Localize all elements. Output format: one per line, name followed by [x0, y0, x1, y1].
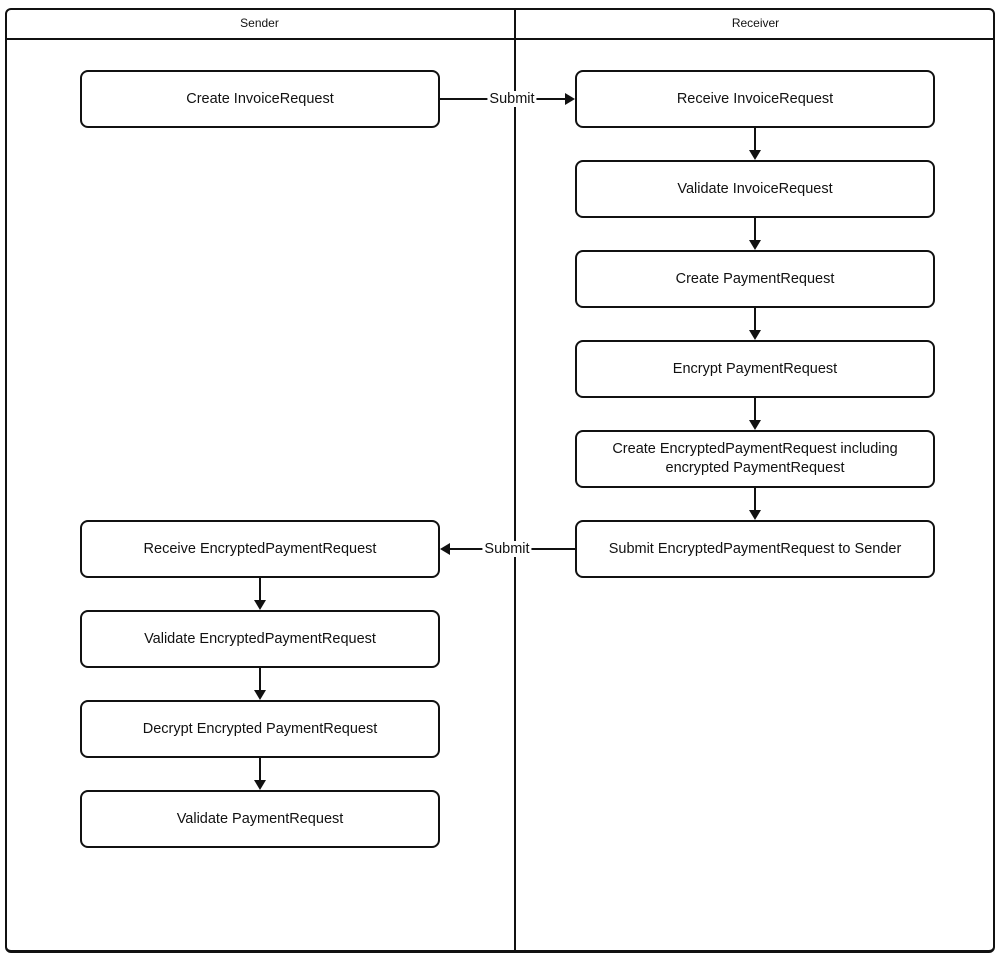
arrowhead-down-icon [749, 150, 761, 160]
arrow-line [259, 578, 261, 600]
arrow-line [754, 128, 756, 150]
flow-node-submit-encryptedpaymentrequest: Submit EncryptedPaymentRequest to Sender [575, 520, 935, 578]
arrowhead-down-icon [749, 510, 761, 520]
arrowhead-down-icon [254, 600, 266, 610]
arrow-line [754, 398, 756, 420]
flow-node-label: Validate InvoiceRequest [677, 180, 833, 197]
arrow-line [754, 308, 756, 330]
flow-node-label: Receive EncryptedPaymentRequest [143, 540, 377, 557]
flow-node-receive-invoicerequest: Receive InvoiceRequest [575, 70, 935, 128]
flow-node-label: Create EncryptedPaymentRequest including… [612, 441, 898, 476]
lane-header-row: Sender Receiver [5, 8, 995, 40]
flow-node-label: Create PaymentRequest [675, 270, 835, 287]
arrow-line [754, 218, 756, 240]
flow-node-label: Submit EncryptedPaymentRequest to Sender [608, 540, 902, 557]
flow-node-label: Encrypt PaymentRequest [672, 360, 838, 377]
flow-node-label: Validate EncryptedPaymentRequest [144, 630, 376, 647]
flow-node-decrypt-encrypted-paymentrequest: Decrypt Encrypted PaymentRequest [80, 700, 440, 758]
flow-node-receive-encryptedpaymentrequest: Receive EncryptedPaymentRequest [80, 520, 440, 578]
arrowhead-down-icon [749, 240, 761, 250]
flow-node-validate-paymentrequest: Validate PaymentRequest [80, 790, 440, 848]
arrowhead-down-icon [749, 330, 761, 340]
arrow-line [754, 488, 756, 510]
lane-divider [514, 8, 516, 953]
flow-node-create-encryptedpaymentrequest: Create EncryptedPaymentRequest including… [575, 430, 935, 488]
flow-node-label: Receive InvoiceRequest [676, 90, 834, 107]
edge-label-submit: Submit [487, 91, 537, 107]
flow-node-validate-invoicerequest: Validate InvoiceRequest [575, 160, 935, 218]
arrowhead-down-icon [254, 690, 266, 700]
lane-header-receiver: Receiver [516, 8, 995, 38]
lane-label-sender: Sender [240, 16, 279, 30]
flow-node-label: Decrypt Encrypted PaymentRequest [142, 720, 378, 737]
flow-node-encrypt-paymentrequest: Encrypt PaymentRequest [575, 340, 935, 398]
lane-header-sender: Sender [5, 8, 514, 38]
arrowhead-right-icon [565, 93, 575, 105]
flow-node-create-invoicerequest: Create InvoiceRequest [80, 70, 440, 128]
flow-node-create-paymentrequest: Create PaymentRequest [575, 250, 935, 308]
arrow-line [259, 668, 261, 690]
lane-label-receiver: Receiver [731, 16, 780, 30]
flow-node-label: Create InvoiceRequest [186, 90, 334, 107]
flow-node-validate-encryptedpaymentrequest: Validate EncryptedPaymentRequest [80, 610, 440, 668]
edge-label-submit: Submit [482, 541, 532, 557]
flow-node-label: Validate PaymentRequest [176, 810, 344, 827]
arrow-line [259, 758, 261, 780]
arrowhead-down-icon [749, 420, 761, 430]
arrowhead-down-icon [254, 780, 266, 790]
arrowhead-left-icon [440, 543, 450, 555]
